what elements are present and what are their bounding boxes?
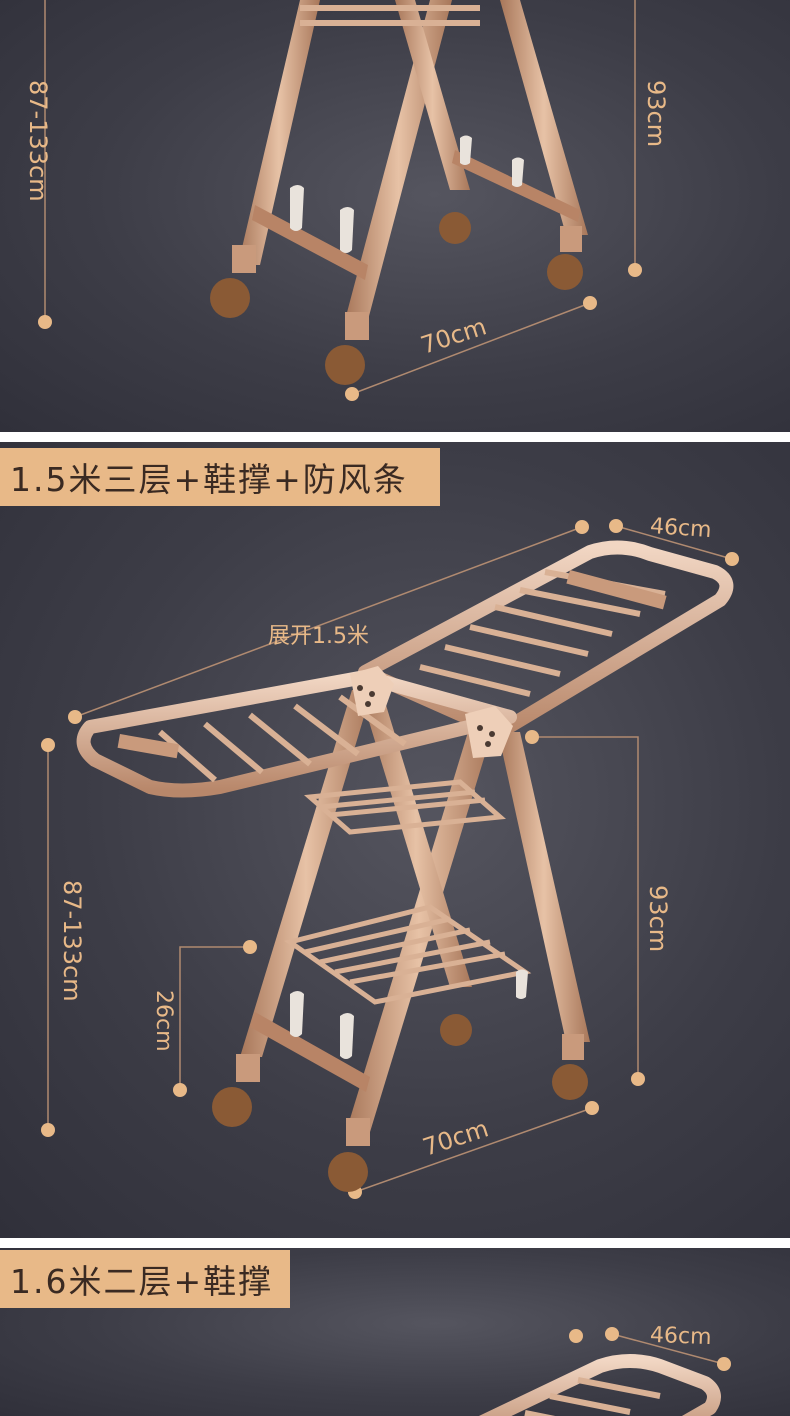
shelf-height-label: 26cm bbox=[151, 990, 176, 1052]
depth-label: 46cm bbox=[649, 1322, 712, 1351]
product-panel-top: 87-133cm 93cm 70cm bbox=[0, 0, 790, 432]
height-label-right: 93cm bbox=[642, 80, 670, 148]
product-variant-banner-1: 1.5米三层+鞋撑+防风条 bbox=[0, 448, 440, 506]
rack-illustration-middle bbox=[41, 519, 739, 1199]
product-variant-banner-2: 1.6米二层+鞋撑 bbox=[0, 1250, 290, 1308]
height-label-left: 87-133cm bbox=[58, 880, 86, 1002]
height-label-left: 87-133cm bbox=[24, 80, 52, 202]
depth-label: 46cm bbox=[649, 513, 713, 544]
span-label: 展开1.5米 bbox=[268, 624, 369, 649]
height-label-right: 93cm bbox=[644, 885, 672, 953]
rack-illustration-top bbox=[38, 0, 642, 401]
product-panel-middle: 46cm 展开1.5米 87-133cm 93cm 26cm 70cm bbox=[0, 442, 790, 1238]
